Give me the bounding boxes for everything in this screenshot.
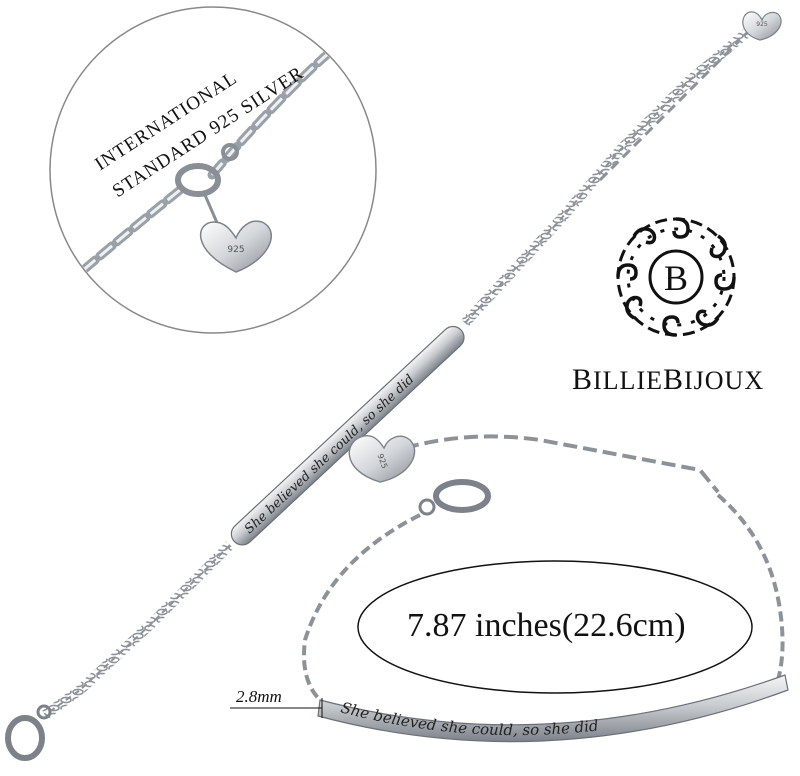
length-label: 7.87 inches(22.6cm) — [407, 607, 686, 644]
logo-letter: B — [664, 258, 688, 298]
inset-heart-charm — [199, 220, 272, 273]
inset-heart-stamp: 925 — [227, 245, 244, 255]
extender-chain — [404, 434, 720, 494]
loop-chain-left — [302, 513, 421, 702]
sizing-heart-charm — [348, 434, 416, 483]
loop-chain-right — [716, 493, 785, 681]
bottom-clasp — [5, 715, 45, 761]
width-label: 2.8mm — [236, 687, 282, 706]
svg-text:925: 925 — [756, 21, 768, 28]
sizing-clasp — [433, 479, 491, 513]
engraving-curved: She believed she could, so she did — [339, 698, 599, 739]
brand-logo: B — [616, 217, 736, 337]
top-heart-charm — [742, 11, 782, 41]
detail-inset: 925 INTERNATIONAL STANDARD 925 SILVER — [49, 6, 377, 334]
sizing-oval — [357, 560, 753, 694]
chain-lower — [42, 541, 234, 720]
engraved-bar-curved — [317, 674, 789, 743]
inset-clasp — [175, 163, 221, 197]
brand-name: BILLIEBIJOUX — [572, 363, 765, 396]
